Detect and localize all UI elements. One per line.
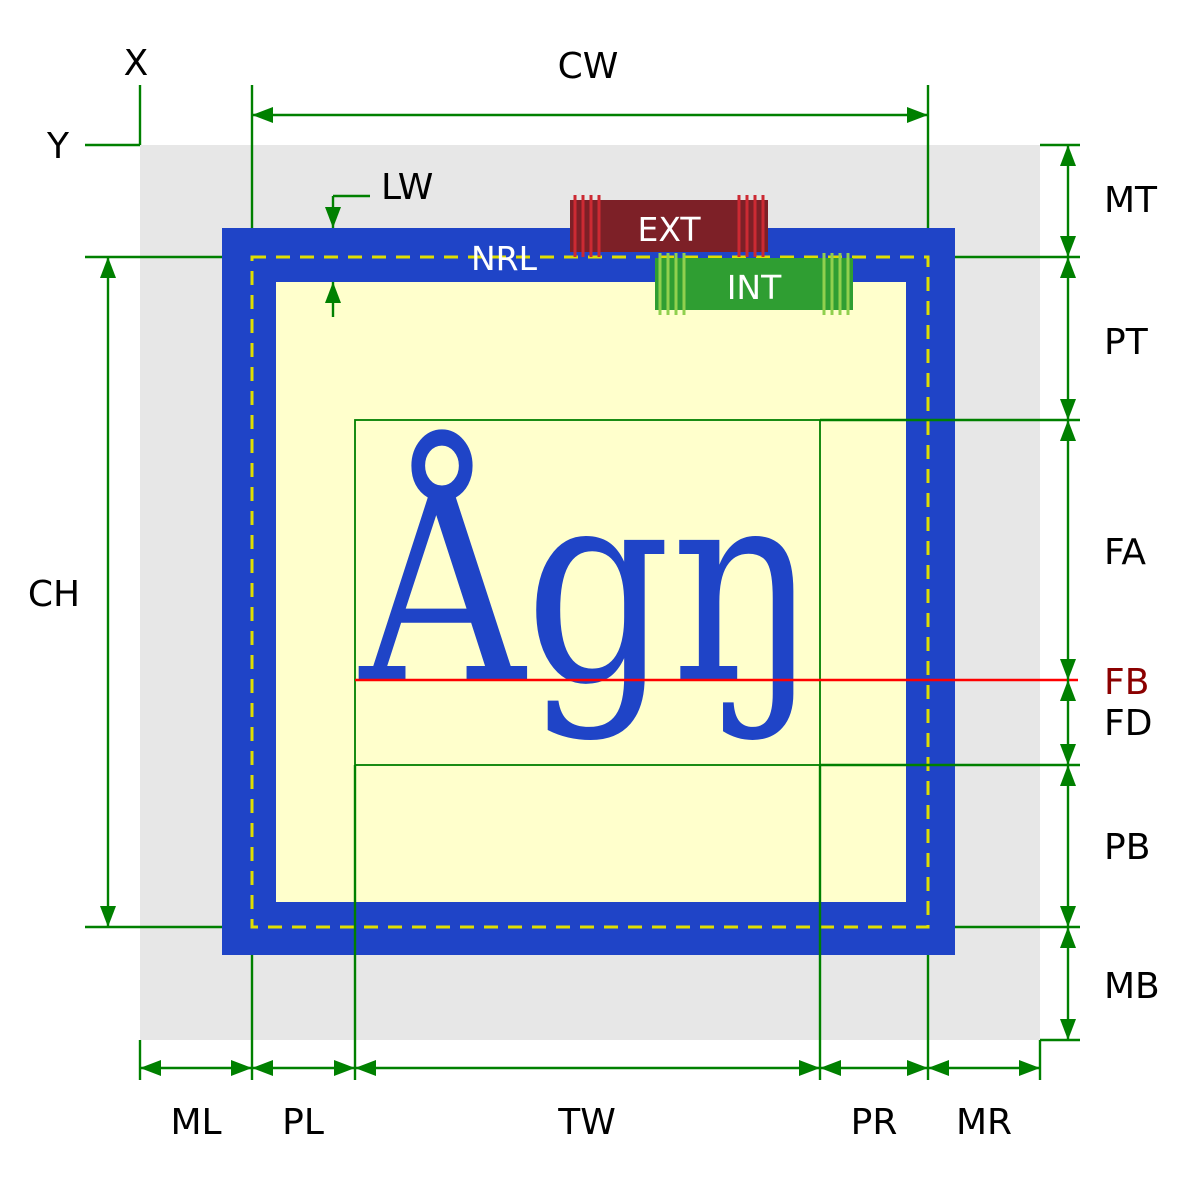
int-hatch-lines <box>658 253 850 315</box>
label-pt: PT <box>1104 322 1149 363</box>
label-pb: PB <box>1104 827 1150 868</box>
label-nrl: NRL <box>471 239 538 278</box>
label-mb: MB <box>1104 966 1160 1007</box>
label-pl: PL <box>282 1102 324 1143</box>
label-fd: FD <box>1104 703 1152 744</box>
label-ch: CH <box>28 574 80 615</box>
label-lw: LW <box>381 167 433 208</box>
cell-width-extension-lines <box>250 85 930 1080</box>
label-fa: FA <box>1104 532 1146 573</box>
label-mt: MT <box>1104 180 1158 221</box>
label-tw: TW <box>557 1102 616 1143</box>
label-ext: EXT <box>637 210 701 249</box>
label-fb: FB <box>1104 662 1149 703</box>
label-int: INT <box>727 268 782 307</box>
label-mr: MR <box>956 1102 1012 1143</box>
label-cw: CW <box>558 46 619 87</box>
glyph-sample: Ågŋ <box>356 427 818 744</box>
int-box <box>655 258 853 310</box>
text-width-extension-lines <box>353 765 822 1080</box>
label-y: Y <box>46 126 70 167</box>
label-x: X <box>124 43 149 84</box>
padding-area <box>276 282 906 902</box>
ext-box <box>570 200 768 252</box>
text-frame <box>354 419 821 766</box>
ext-hatch-lines <box>573 195 765 257</box>
cell-height-extension-right <box>955 255 1080 929</box>
origin-mark <box>85 85 142 147</box>
text-frame-extension-right <box>820 418 1080 767</box>
label-pr: PR <box>851 1102 898 1143</box>
label-ml: ML <box>170 1102 221 1143</box>
